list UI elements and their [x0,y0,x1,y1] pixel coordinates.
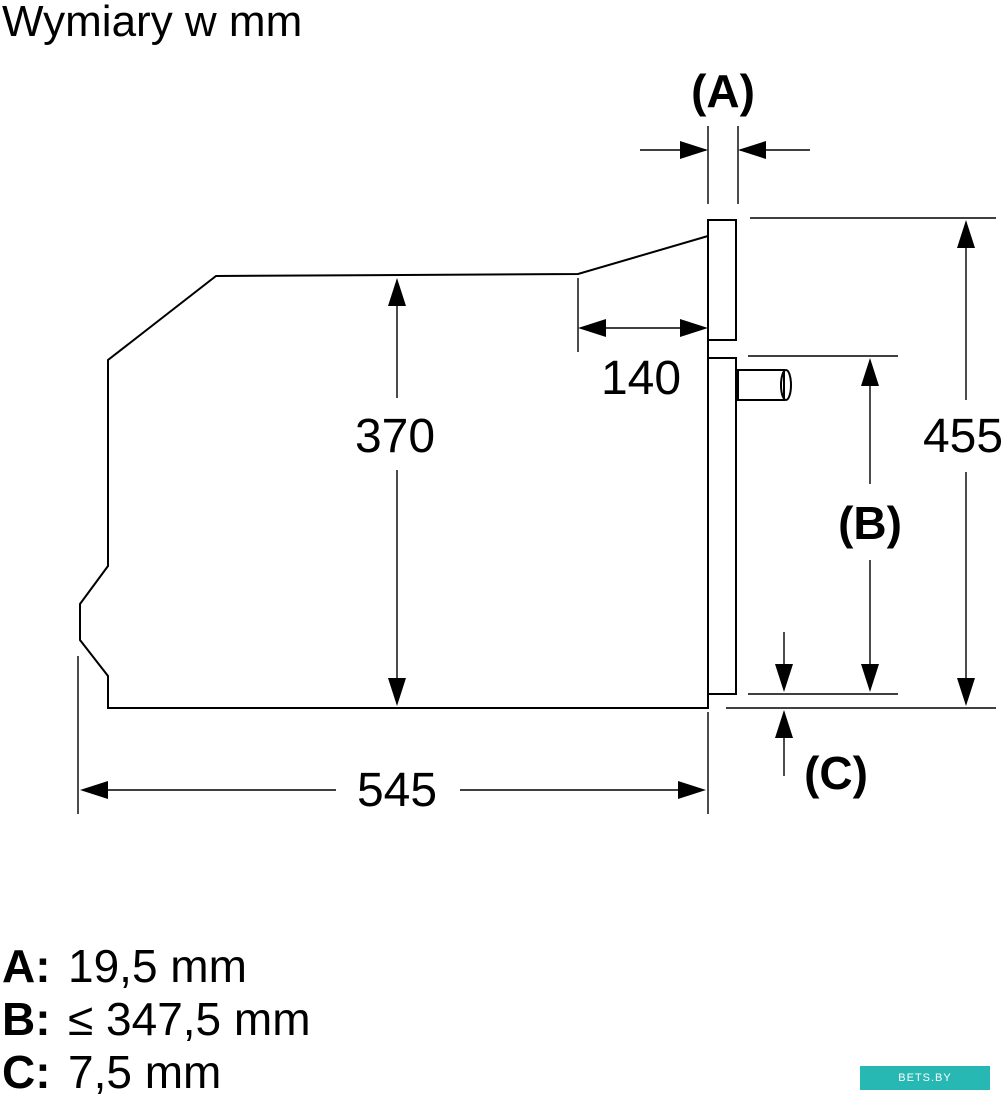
legend-value: ≤ 347,5 mm [68,993,311,1045]
dim-545-label: 545 [357,764,437,817]
dim-140-arrowhead-right [680,319,708,337]
dim-c-arrowhead-down [775,664,793,692]
dim-455-label: 455 [923,410,1003,463]
watermark-logo: BETS.BY [860,1066,990,1090]
dim-455-arrowhead-top [957,220,975,248]
front-panel-door [707,357,737,695]
dim-c-arrowhead-up [775,710,793,738]
dim-140-arrowhead-left [578,319,606,337]
front-panel-upper [707,219,737,341]
dim-455-arrowhead-bottom [957,678,975,706]
dim-a-arrowhead-left [680,141,708,159]
legend-row-b: B: ≤ 347,5 mm [2,993,311,1046]
dim-a-label: (A) [691,65,755,117]
legend-row-c: C: 7,5 mm [2,1046,311,1099]
legend-key: B: [2,993,51,1045]
legend-value: 19,5 mm [68,940,247,992]
knob-cap [780,369,792,401]
dim-370-arrowhead-bottom [388,678,406,706]
dim-545-arrowhead-left [80,781,108,799]
knob-shaft [737,369,785,401]
dim-545-arrowhead-right [678,781,706,799]
appliance-body-outline [79,234,709,709]
legend: A: 19,5 mm B: ≤ 347,5 mm C: 7,5 mm [2,940,311,1099]
dim-a-arrowhead-right [738,141,766,159]
dim-370-arrowhead-top [388,278,406,306]
legend-key: C: [2,1046,51,1098]
page-title: Wymiary w mm [2,0,303,46]
dim-140-label: 140 [601,352,681,405]
dim-b-label: (B) [838,497,902,549]
dim-b-arrowhead-bottom [861,664,879,692]
legend-value: 7,5 mm [68,1046,222,1098]
legend-row-a: A: 19,5 mm [2,940,311,993]
legend-key: A: [2,940,51,992]
dim-370-label: 370 [355,410,435,463]
dim-c-label: (C) [804,747,868,799]
dim-b-arrowhead-top [861,358,879,386]
